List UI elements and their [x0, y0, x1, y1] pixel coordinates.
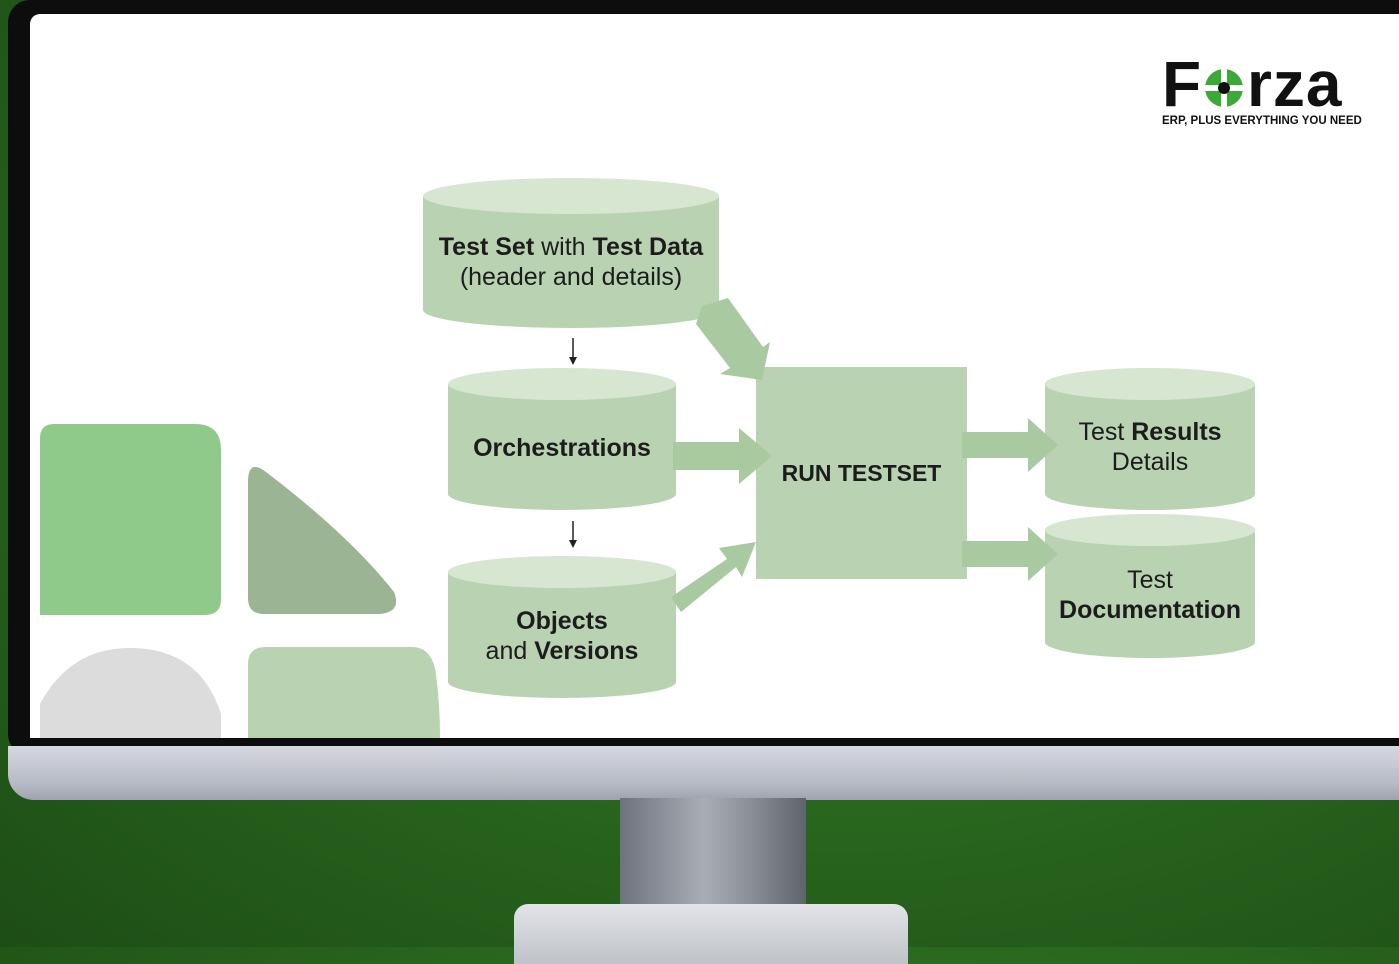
logo-tagline: ERP, PLUS EVERYTHING YOU NEED — [1162, 115, 1362, 127]
run-testset-box — [756, 367, 967, 579]
grey-dome-shape — [40, 648, 221, 738]
documentation-title: Documentation — [1059, 596, 1241, 624]
test-set-title: Test Set — [438, 233, 535, 261]
orchestrations-cylinder — [448, 368, 676, 510]
run-testset-label: RUN TESTSET — [781, 460, 942, 486]
monitor-frame: Test Set with Test Data (header and deta… — [8, 0, 1399, 756]
results-title: Results — [1131, 418, 1222, 446]
arrow-run-to-results — [962, 418, 1058, 472]
logo-letters-rza: rza — [1247, 48, 1343, 120]
orchestrations-label: Orchestrations — [473, 434, 651, 462]
objects-label: Objects and Versions — [448, 606, 676, 666]
objects-cylinder — [448, 556, 676, 698]
monitor-stand-base — [514, 904, 908, 964]
green-rounded-block — [40, 424, 221, 615]
versions-title: Versions — [534, 637, 639, 665]
test-set-cylinder — [423, 178, 719, 328]
test-set-subtitle: (header and details) — [459, 263, 683, 291]
arrow-testset-to-run — [696, 298, 770, 380]
test-documentation-cylinder — [1045, 514, 1255, 658]
results-prefix: Test — [1078, 418, 1132, 446]
test-results-label: Test Results Details — [1045, 417, 1255, 477]
workflow-diagram — [423, 178, 1255, 698]
documentation-prefix: Test — [1127, 566, 1173, 594]
arrow-orchestrations-to-run — [673, 428, 772, 484]
objects-connector: and — [485, 637, 535, 665]
test-set-label: Test Set with Test Data (header and deta… — [423, 232, 719, 292]
monitor-chin — [8, 746, 1399, 800]
objects-title: Objects — [516, 607, 608, 635]
screen: Test Set with Test Data (header and deta… — [30, 14, 1399, 738]
sage-leaf-shape — [248, 466, 397, 614]
forza-logo: F rza ERP, PLUS EVERYTHING YOU NEED — [1162, 48, 1362, 127]
test-results-cylinder — [1045, 368, 1255, 510]
down-arrow-1 — [569, 338, 577, 365]
test-set-connector: with — [534, 233, 593, 261]
arrow-objects-to-run — [671, 542, 756, 612]
results-subtitle: Details — [1111, 448, 1189, 476]
decorative-shapes — [40, 424, 440, 738]
monitor-stand-neck — [620, 798, 806, 908]
light-green-block — [248, 647, 440, 738]
logo-o-emblem — [1203, 67, 1245, 109]
test-documentation-label: Test Documentation — [1045, 565, 1255, 625]
logo-letter-f: F — [1162, 48, 1202, 120]
test-data-title: Test Data — [592, 233, 704, 261]
arrow-run-to-documentation — [962, 527, 1058, 581]
down-arrow-2 — [569, 521, 577, 548]
